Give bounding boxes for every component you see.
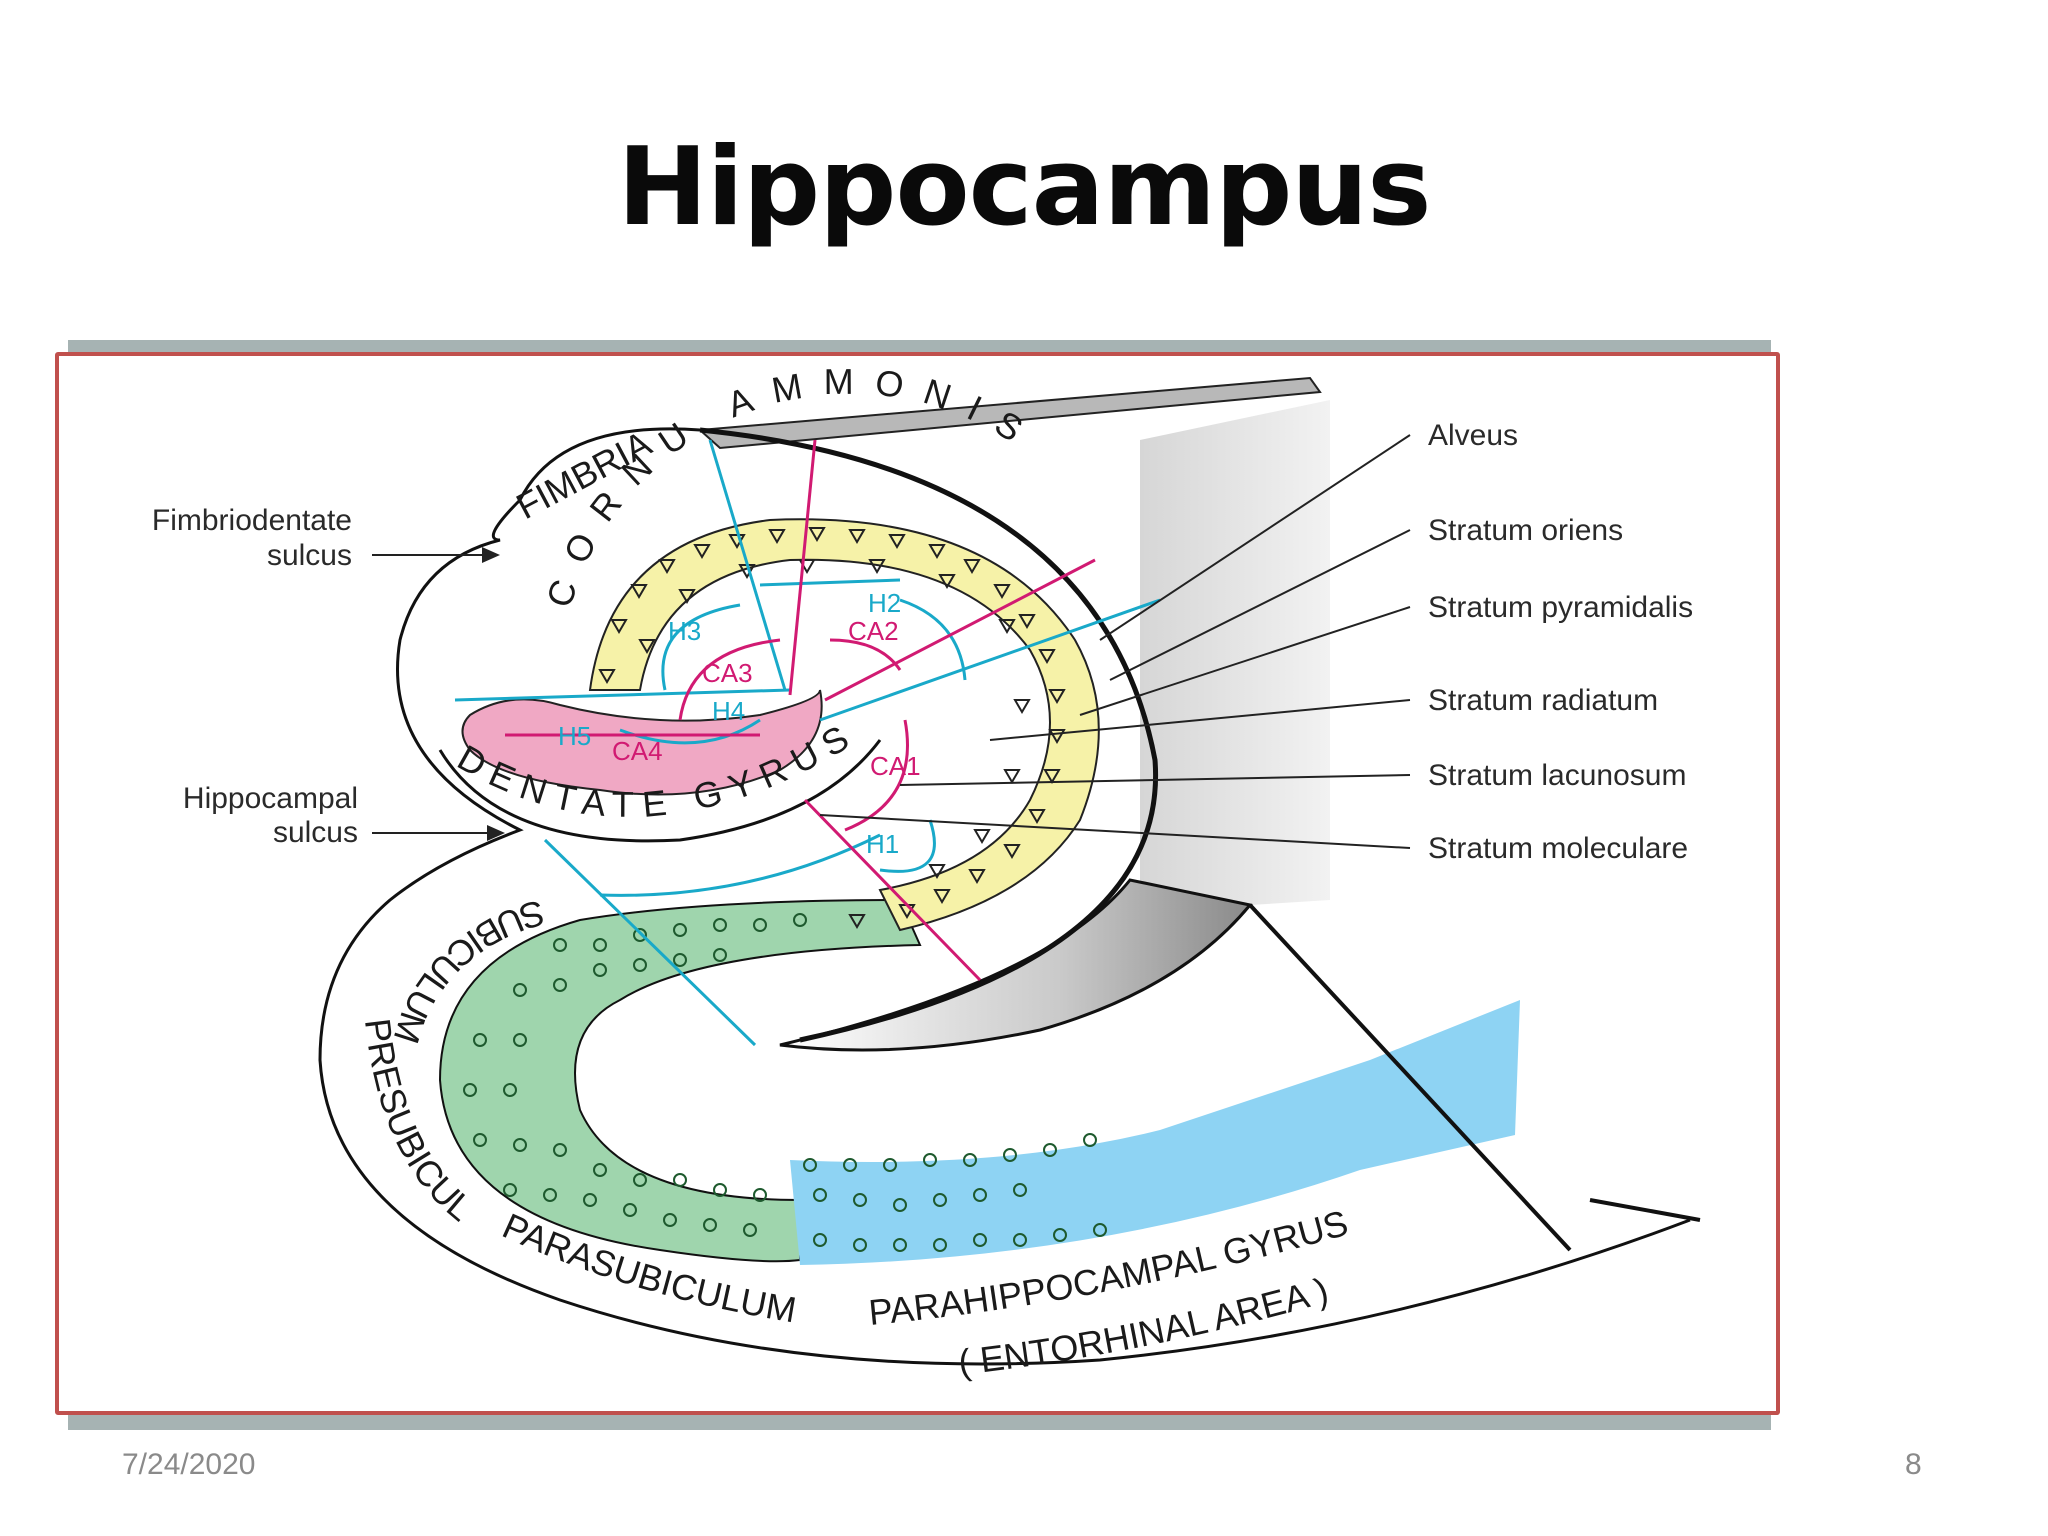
outer-contour: [318, 427, 1691, 1366]
stratum-oriens-label: Stratum oriens: [1428, 514, 1623, 547]
stratum-pyramidalis-label: Stratum pyramidalis: [1428, 591, 1693, 624]
fimbriodentate-label-line2: sulcus: [267, 539, 352, 572]
hippocampal-sulcus-label-line2: sulcus: [273, 816, 358, 849]
h4-label: H4: [712, 696, 745, 726]
ca1-label: CA1: [870, 751, 921, 781]
cell-dots: [463, 913, 1107, 1252]
ca4-label: CA4: [612, 736, 663, 766]
hippocampal-sulcus-label-line1: Hippocampal: [183, 782, 358, 815]
magenta-field-lines: [505, 439, 1096, 982]
cyan-field-lines: [454, 439, 1161, 1047]
stratum-moleculare-label: Stratum moleculare: [1428, 832, 1688, 865]
pyramidal-cells: [598, 527, 1066, 929]
pointer-arrowheads: [482, 547, 505, 841]
slide-page-number: 8: [1905, 1448, 1922, 1481]
pyramidal-layer: [588, 518, 1100, 932]
dentate-granule-layer: [461, 689, 823, 796]
label-pointers: [372, 434, 1411, 849]
h3-label: H3: [668, 616, 701, 646]
stratum-radiatum-label: Stratum radiatum: [1428, 684, 1658, 717]
h1-label: H1: [866, 829, 899, 859]
slide-date: 7/24/2020: [122, 1448, 256, 1481]
fimbriodentate-label-line1: Fimbriodentate: [152, 504, 352, 537]
ca2-label: CA2: [848, 616, 899, 646]
h2-label: H2: [868, 588, 901, 618]
dentate-outline: [438, 739, 882, 843]
alveus-arc: [699, 427, 1159, 1043]
alveus-label: Alveus: [1428, 419, 1518, 452]
subiculum-layer: [438, 898, 1520, 1265]
slide-title: Hippocampus: [617, 125, 1431, 250]
rhinal-boundary: [1248, 903, 1701, 1252]
stratum-lacunosum-label: Stratum lacunosum: [1428, 759, 1686, 792]
ca3-label: CA3: [702, 658, 753, 688]
h5-label: H5: [558, 721, 591, 751]
